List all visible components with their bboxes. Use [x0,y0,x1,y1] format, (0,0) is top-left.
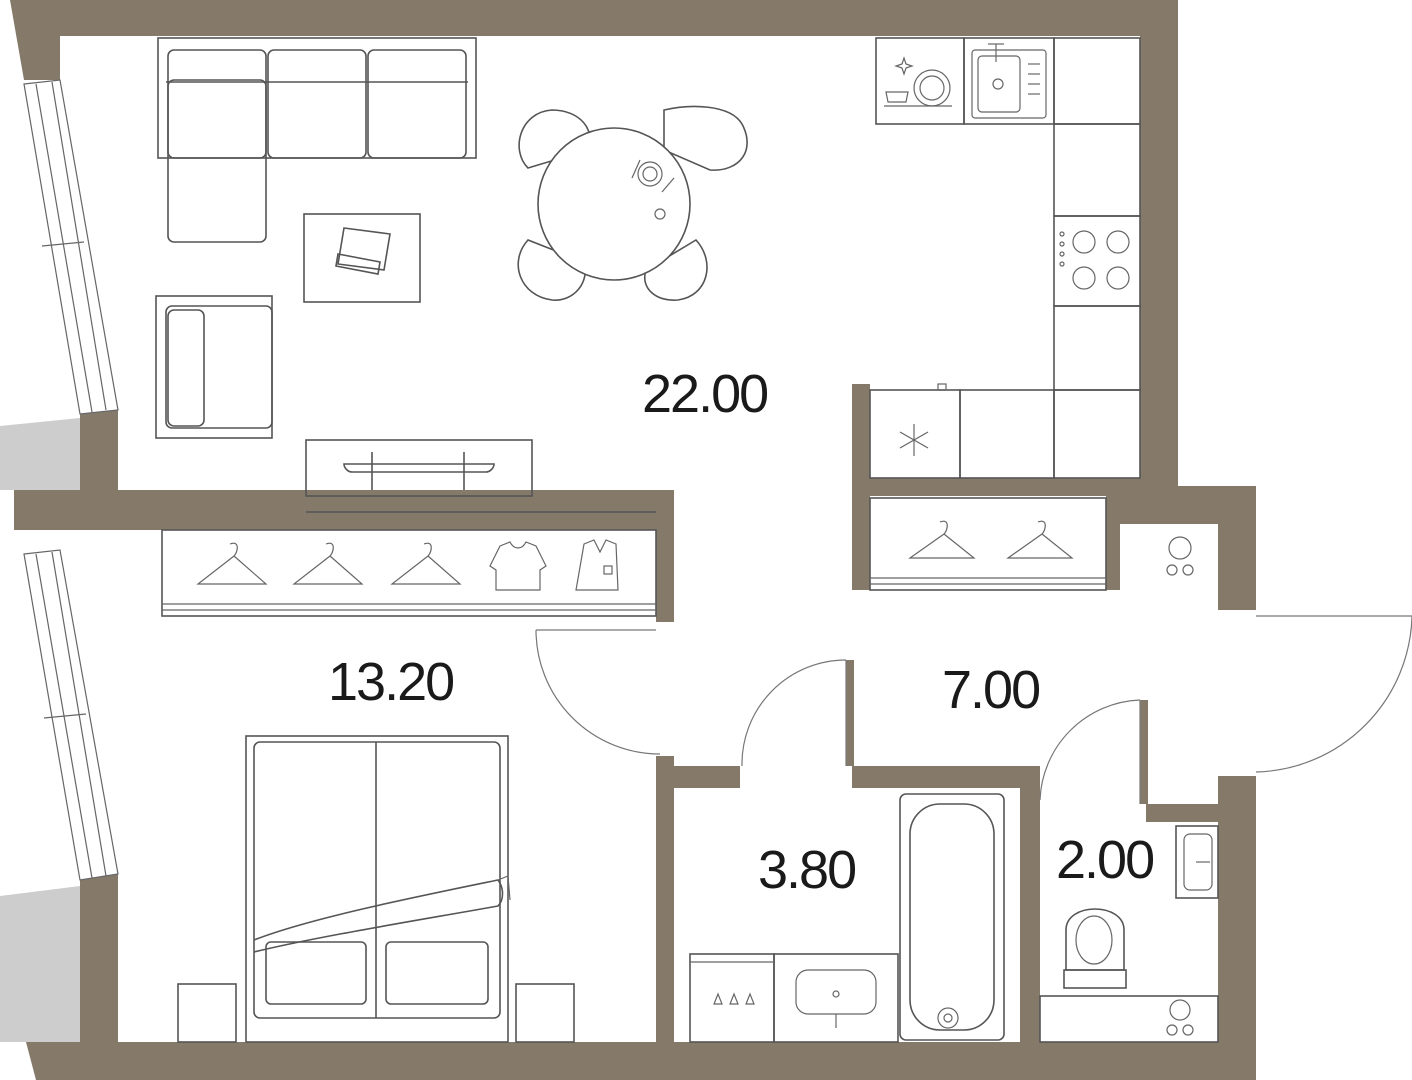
dishwasher-icon [884,56,952,107]
chair-icon [663,105,748,171]
tv-stand-icon [305,439,656,513]
hanger-icon [1006,520,1074,559]
hanger-icon [908,520,976,559]
armchair-icon [155,295,273,439]
wall-bedroom-closet [656,500,674,622]
window-icon [23,79,119,881]
sofa-icon [157,37,477,243]
wall-bath-top-right [852,766,1024,788]
kitchen-counter [875,37,1141,479]
room-area-bathroom: 3.80 [758,840,855,900]
wall-top [10,0,1178,80]
washing-machine-icon [689,953,775,1043]
washbasin-icon [1175,825,1219,899]
fridge-icon [869,383,961,479]
wall-toilet-door-stub [1140,700,1148,804]
wall-bath-toilet [1020,766,1040,1042]
nightstand-icon [177,983,237,1043]
wall-hall-toilet-v [1218,776,1256,822]
wall-bath-door-stub [846,660,854,766]
wardrobe-icon [869,497,1107,591]
stove-icon [1059,230,1130,290]
room-area-bedroom: 13.20 [328,652,453,712]
bathtub-icon [899,793,1005,1041]
walls [10,0,1256,1080]
double-bed-icon [245,735,511,1043]
wall-right-lower [1218,776,1256,1080]
room-area-hallway: 7.00 [942,660,1039,720]
wall-kitchen-bottom [852,478,1142,496]
washbasin-icon [773,953,899,1043]
wardrobe-icon [161,529,657,617]
hanger-icon [292,542,364,585]
window-living [23,79,119,415]
boiler-icon [1166,536,1194,576]
shirt-icon [489,541,547,591]
wall-bath-top-left [656,766,740,788]
wall-right-mid [1218,486,1256,610]
door-icon [535,615,1412,804]
coffee-table-icon [303,213,421,303]
balcony-lower [0,886,80,1042]
room-area-living-kitchen: 22.00 [642,364,767,424]
toilet-icon [1063,908,1127,989]
balcony-areas [0,418,80,1042]
wall-boiler-left [1106,496,1120,590]
chair-icon [517,239,587,301]
wall-boiler-top [1120,496,1142,524]
wall-left-bedroom [80,874,118,1042]
wall-left-living [80,410,118,490]
hanger-icon [390,542,462,585]
hanger-icon [196,542,268,585]
nightstand-icon [515,983,575,1043]
boiler-icon [1039,995,1219,1043]
wall-toilet-top [1146,804,1220,822]
chair-icon [643,238,708,301]
wall-bottom [26,1042,1256,1080]
balcony-upper [0,418,80,490]
room-area-toilet: 2.00 [1056,830,1153,890]
shirt-icon [575,539,619,591]
sink-icon [971,43,1047,119]
dining-table-icon [517,105,748,301]
wall-right-upper [1140,0,1178,486]
wall-bedroom-bath [656,756,674,1042]
